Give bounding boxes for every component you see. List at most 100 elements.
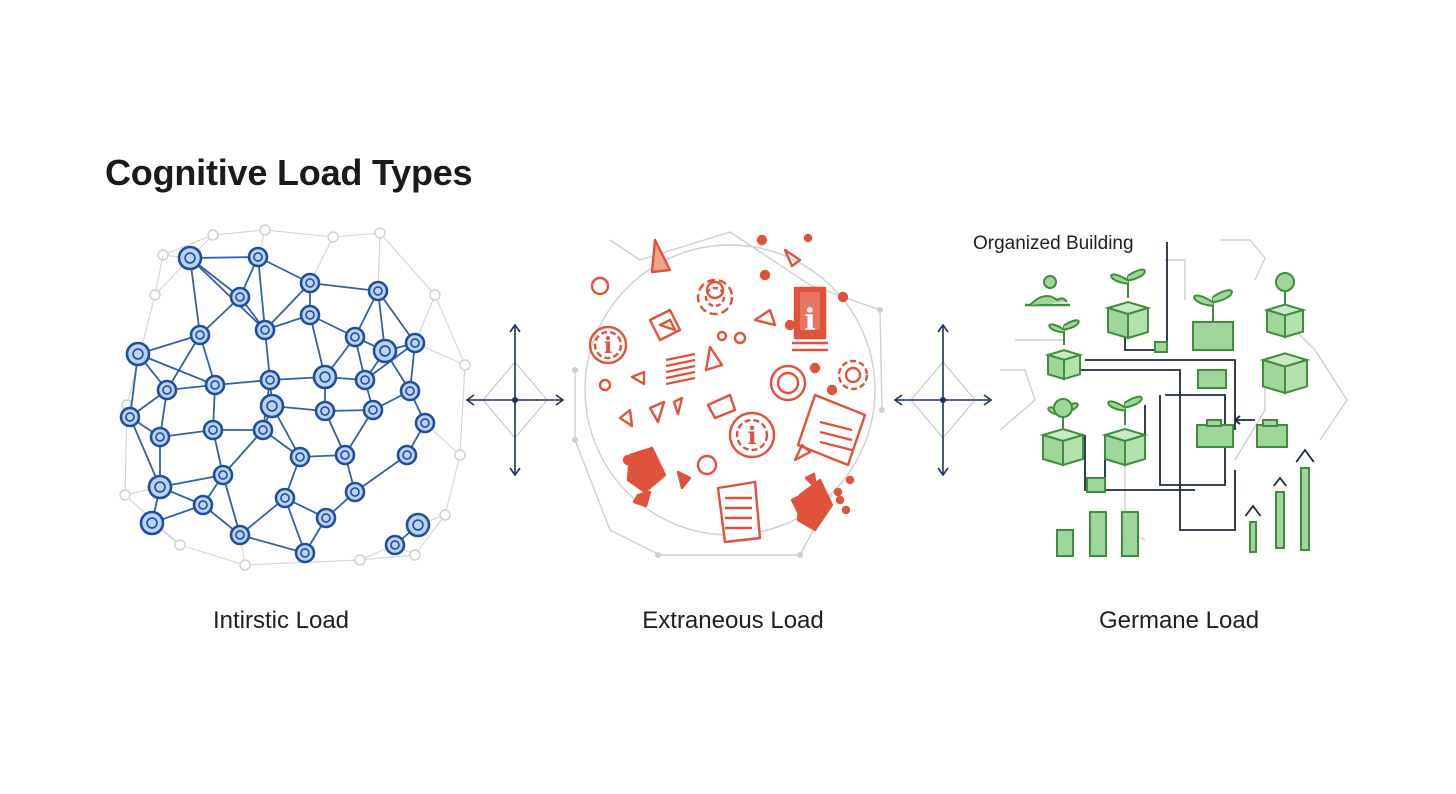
cube-block (1044, 349, 1084, 381)
network-node (354, 369, 376, 391)
network-node (189, 324, 211, 346)
block (1196, 424, 1234, 448)
network-node (254, 319, 276, 341)
block (1197, 369, 1227, 389)
network-node (139, 510, 165, 536)
network-node (147, 474, 173, 500)
intrinsic-load-label: Intirstic Load (212, 607, 350, 634)
network-node (229, 524, 251, 546)
torn-fragment (796, 478, 834, 532)
cube-block (1039, 427, 1087, 467)
network-node (252, 419, 274, 441)
network-node (384, 534, 406, 556)
network-node (344, 326, 366, 348)
cube-block (1259, 352, 1311, 395)
dot-fragment (803, 233, 813, 243)
network-node (259, 369, 281, 391)
growth-arrow-icon (1295, 448, 1315, 551)
block (1154, 341, 1168, 353)
block (1086, 477, 1106, 493)
network-node (149, 426, 171, 448)
dot-fragment (784, 319, 796, 331)
network-node (177, 245, 203, 271)
network-node (399, 380, 421, 402)
growing-blocks-icon (999, 239, 1348, 557)
network-node (202, 419, 224, 441)
document-icon (796, 393, 867, 467)
network-node (312, 364, 338, 390)
dot-fragment (835, 495, 845, 505)
dot-fragment (590, 276, 610, 296)
tree-icon (1275, 272, 1295, 305)
growth-arrow-icon (1273, 476, 1287, 549)
network-node (212, 464, 234, 486)
diagram-title: Cognitive Load Types (105, 152, 473, 193)
germane-load-label: Germane Load (1098, 607, 1260, 634)
network-node (299, 272, 321, 294)
diamond-fragment (706, 393, 737, 420)
dot-fragment (826, 384, 838, 396)
document-icon (716, 480, 762, 544)
dot-fragment (705, 280, 725, 300)
quad-fragment (753, 308, 777, 327)
network-node (192, 494, 214, 516)
dot-fragment (759, 269, 771, 281)
dot-fragment (756, 234, 768, 246)
network-node (404, 332, 426, 354)
organized-building-annotation: Organized Building (973, 233, 1134, 254)
dot-fragment (598, 378, 612, 392)
network-node (414, 412, 436, 434)
scattered-fragments-icon: i i i (572, 231, 885, 558)
cube-block (1263, 303, 1307, 339)
svg-text:i: i (804, 303, 815, 338)
network-node (259, 393, 285, 419)
network-graph-icon (119, 224, 471, 571)
triangle-fragment (783, 248, 802, 268)
dot-fragment (716, 330, 728, 342)
ring-fragment (769, 364, 807, 402)
ring-fragment (837, 359, 869, 391)
block (1256, 424, 1288, 448)
network-node (372, 338, 398, 364)
dot-fragment (837, 291, 849, 303)
network-node (229, 286, 251, 308)
square-fragment (648, 308, 682, 342)
network-node (314, 400, 336, 422)
bar-block (1089, 511, 1107, 557)
network-node (294, 542, 316, 564)
four-way-arrow-icon (465, 323, 565, 477)
triangle-fragment (618, 408, 634, 428)
network-node (405, 512, 431, 538)
info-card-icon (793, 286, 827, 340)
cube-block (1104, 300, 1152, 340)
dot-fragment (809, 362, 821, 374)
landscape-icon (1025, 275, 1070, 307)
sprout-icon (1193, 289, 1233, 322)
network-node (367, 280, 389, 302)
network-node (204, 374, 226, 396)
network-node (362, 399, 384, 421)
svg-text:i: i (604, 333, 612, 359)
svg-text:i: i (747, 421, 756, 450)
bar-block (1121, 511, 1139, 557)
growth-arrow-icon (1244, 504, 1262, 553)
sprout-icon (1048, 319, 1080, 345)
cube-block (1101, 427, 1149, 467)
info-icon (588, 325, 628, 365)
network-node (119, 406, 141, 428)
square-fragment (630, 370, 646, 386)
ring-fragment (696, 278, 734, 316)
potted-plant-icon (1192, 321, 1234, 351)
tree-icon (1053, 398, 1073, 418)
dot-fragment (845, 475, 855, 485)
sprout-icon (1110, 268, 1146, 298)
bar-block (1056, 529, 1074, 557)
network-node (344, 481, 366, 503)
network-node (315, 507, 337, 529)
info-icon (728, 411, 776, 459)
network-node (299, 304, 321, 326)
network-node (274, 487, 296, 509)
triangle-fragment (650, 238, 672, 274)
network-node (334, 444, 356, 466)
network-node (289, 446, 311, 468)
